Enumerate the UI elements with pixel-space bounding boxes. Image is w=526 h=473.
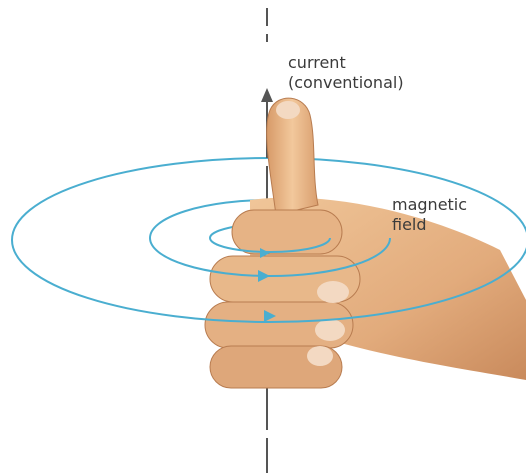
hand-illustration — [205, 98, 526, 388]
nail-ring — [315, 319, 345, 341]
field-label-line1: magnetic — [392, 195, 467, 214]
thumb-nail — [276, 101, 300, 119]
nail-little — [307, 346, 333, 366]
nail-middle — [317, 281, 349, 303]
field-label-line2: field — [392, 215, 427, 234]
arrow-up-icon — [261, 88, 273, 102]
current-label-line2: (conventional) — [288, 73, 404, 92]
finger-index — [232, 210, 342, 254]
current-label-line1: current — [288, 53, 346, 72]
